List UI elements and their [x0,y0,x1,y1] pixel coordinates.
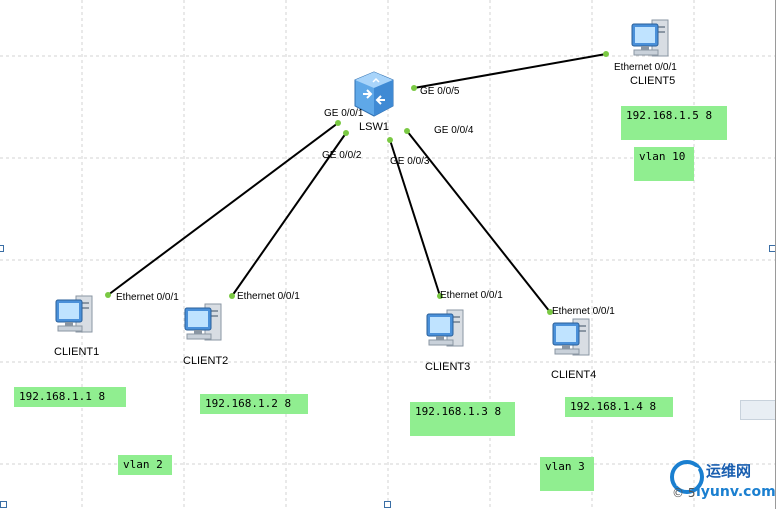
port-dot [437,293,443,299]
resize-handle[interactable] [769,245,775,252]
client1-port-label: Ethernet 0/0/1 [116,292,179,303]
port-dot [547,309,553,315]
client5-port-label: Ethernet 0/0/1 [614,62,677,73]
pc-icon[interactable] [423,306,469,352]
side-panel-tab[interactable] [740,400,775,420]
resize-handle[interactable] [384,501,391,508]
switch-label: LSW1 [359,121,389,133]
link-client5[interactable] [413,53,607,89]
port-label-ge4: GE 0/0/4 [434,125,474,136]
client5-ip-note[interactable]: 192.168.1.5 8 [621,106,727,140]
link-client3[interactable] [389,139,441,297]
watermark-subtitle: iyunv.com [696,484,776,500]
vlan-2-note[interactable]: vlan 2 [118,455,172,475]
client2-label: CLIENT2 [183,355,229,367]
vlan-3-note[interactable]: vlan 3 [540,457,594,491]
client5-label: CLIENT5 [630,75,676,87]
port-dot [603,51,609,57]
vlan-10-note[interactable]: vlan 10 [634,147,694,181]
resize-handle[interactable] [0,245,4,252]
link-client1[interactable] [107,122,339,296]
pc-icon[interactable] [52,292,98,338]
port-dot [387,137,393,143]
port-label-ge3: GE 0/0/3 [390,156,430,167]
link-client2[interactable] [231,132,347,297]
client4-port-label: Ethernet 0/0/1 [552,306,615,317]
client3-ip-note[interactable]: 192.168.1.3 8 [410,402,515,436]
switch-icon[interactable] [349,70,399,118]
watermark-prefix: © 5 [672,486,696,500]
resize-handle[interactable] [0,501,7,508]
pc-icon[interactable] [549,315,595,361]
client3-port-label: Ethernet 0/0/1 [440,290,503,301]
port-label-ge5: GE 0/0/5 [420,86,460,97]
link-client4[interactable] [406,130,551,313]
client3-label: CLIENT3 [425,361,471,373]
pc-icon[interactable] [628,16,674,62]
port-dot [411,85,417,91]
port-dot [105,292,111,298]
client1-label: CLIENT1 [54,346,100,358]
port-dot [343,130,349,136]
pc-icon[interactable] [181,300,227,346]
watermark-logo: 运维网 © 5 iyunv.com [670,458,776,509]
port-label-ge1: GE 0/0/1 [324,108,364,119]
port-label-ge2: GE 0/0/2 [322,150,362,161]
port-dot [404,128,410,134]
client4-ip-note[interactable]: 192.168.1.4 8 [565,397,673,417]
client1-ip-note[interactable]: 192.168.1.1 8 [14,387,126,407]
client2-ip-note[interactable]: 192.168.1.2 8 [200,394,308,414]
port-dot [229,293,235,299]
watermark-emblem-icon [670,460,704,494]
port-dot [335,120,341,126]
client2-port-label: Ethernet 0/0/1 [237,291,300,302]
client4-label: CLIENT4 [551,369,597,381]
watermark-title: 运维网 [706,462,752,480]
